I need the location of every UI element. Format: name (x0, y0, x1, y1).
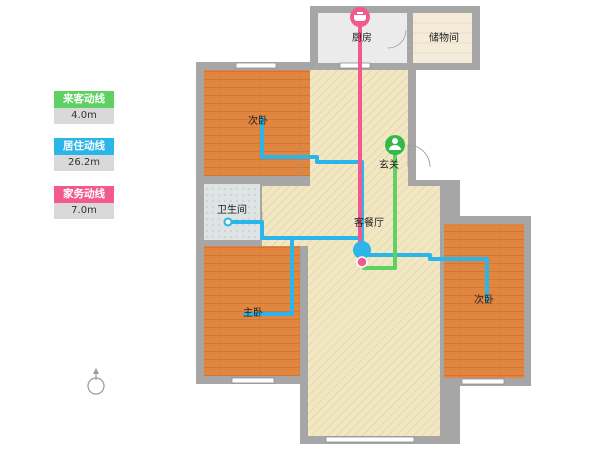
label-bathroom: 卫生间 (217, 203, 247, 216)
windows (231, 62, 505, 443)
legend-chores-value: 7.0m (54, 203, 114, 219)
label-kitchen: 厨房 (352, 31, 372, 44)
legend-living-label: 居住动线 (54, 138, 114, 155)
route-start-dot-bathroom (223, 217, 233, 227)
label-bedroom-nw: 次卧 (248, 114, 268, 127)
compass-icon (87, 368, 105, 395)
label-living-dining: 客餐厅 (354, 216, 384, 229)
legend-guest-label: 来客动线 (54, 91, 114, 108)
doors (261, 29, 442, 274)
legend-guest-value: 4.0m (54, 108, 114, 124)
legend-chores-route: 家务动线 7.0m (54, 186, 114, 219)
legend-guest-route: 来客动线 4.0m (54, 91, 114, 124)
bedroom-se-floor (444, 224, 524, 378)
legend-living-route: 居住动线 26.2m (54, 138, 114, 171)
person-icon (385, 135, 405, 155)
legend-chores-label: 家务动线 (54, 186, 114, 203)
route-hub-marker (353, 241, 371, 268)
route-guest (362, 146, 397, 270)
label-master-bedroom: 主卧 (243, 306, 263, 319)
bathroom-floor (204, 184, 260, 240)
legend-living-value: 26.2m (54, 155, 114, 171)
storage-floor (413, 13, 472, 63)
master-bedroom-floor (204, 246, 300, 376)
label-entrance: 玄关 (379, 158, 399, 171)
kitchen-icon (350, 7, 370, 27)
label-storage: 储物间 (429, 31, 459, 44)
label-bedroom-se: 次卧 (474, 293, 494, 306)
